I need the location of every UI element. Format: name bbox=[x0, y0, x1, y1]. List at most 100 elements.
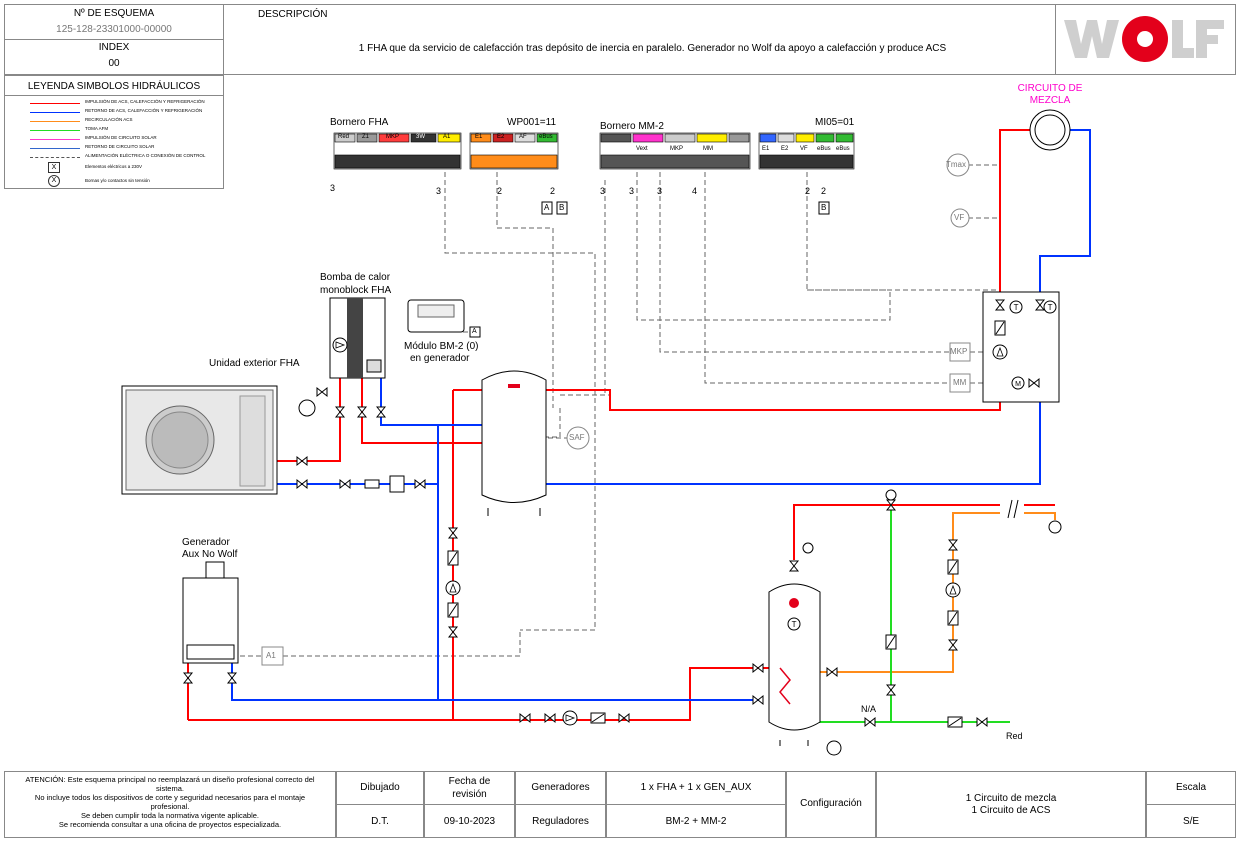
supply-pipes bbox=[187, 129, 1055, 721]
recirc-pipes bbox=[820, 512, 1056, 673]
wire-count: 3 bbox=[330, 183, 336, 193]
legend-item-control: ALIMENTACIÓN ELÉCTRICA O CONEXIÓN DE CON… bbox=[30, 153, 220, 162]
scheme-no-label: Nº DE ESQUEMA bbox=[73, 8, 155, 19]
wire-count: 2 bbox=[550, 186, 556, 196]
legend-item-cold: TOMA AFM bbox=[30, 126, 220, 135]
mm-label: MM bbox=[953, 378, 967, 387]
fecha-label-1: Fecha de bbox=[448, 776, 491, 787]
legend-item-return: RETORNO DE ACS, CALEFACCIÓN Y REFRIGERAC… bbox=[30, 108, 220, 117]
mi-terminal-label: eBus bbox=[817, 146, 831, 152]
tmax-label: Tmax bbox=[946, 160, 966, 169]
wire-count: 2 bbox=[821, 186, 827, 196]
warning-line: No incluye todos los dispositivos de cor… bbox=[34, 793, 306, 802]
circuit-label-line2: MEZCLA bbox=[1029, 95, 1071, 106]
dibujado-label: Dibujado bbox=[360, 782, 400, 793]
mixing-group: M bbox=[982, 291, 1060, 403]
wire-count: 3 bbox=[657, 186, 663, 196]
warning-line: Se recomienda consultar a una oficina de… bbox=[58, 820, 282, 829]
configuracion-line1: 1 Circuito de mezcla bbox=[965, 793, 1057, 804]
legend-label: TOMA AFM bbox=[85, 126, 109, 131]
legend-line bbox=[30, 139, 80, 140]
wp-terminal-label: AF bbox=[519, 134, 527, 140]
warning-line: profesional. bbox=[150, 802, 190, 811]
dibujado-value: D.T. bbox=[371, 816, 389, 827]
footer-warning-box bbox=[4, 771, 336, 838]
wp-terminal-label: eBus bbox=[539, 134, 553, 140]
mm-terminal-label: MKP bbox=[670, 146, 684, 152]
heat-pump-label-2: monoblock FHA bbox=[320, 285, 392, 296]
cold-pipes bbox=[794, 505, 1010, 723]
a1-label: A1 bbox=[266, 651, 276, 660]
legend-line bbox=[30, 112, 80, 113]
fha-terminal-label: 3W bbox=[416, 134, 425, 140]
escala-label: Escala bbox=[1175, 782, 1206, 793]
wp-terminal-label: E2 bbox=[497, 134, 505, 140]
fha-terminal-label: MKP bbox=[386, 134, 400, 140]
vf-label: VF bbox=[954, 213, 965, 222]
wire-terminal-b: B bbox=[559, 203, 565, 212]
wire-terminal-b: B bbox=[821, 203, 827, 212]
sensors bbox=[261, 153, 971, 666]
saf-label: SAF bbox=[569, 433, 585, 442]
aux-generator-label-2: Aux No Wolf bbox=[182, 549, 238, 560]
aux-generator-label-1: Generador bbox=[182, 537, 230, 548]
dhw-tank bbox=[768, 542, 842, 756]
terminal-strips bbox=[333, 132, 855, 170]
na-label: N/A bbox=[861, 704, 877, 714]
index-label: INDEX bbox=[98, 42, 130, 53]
reguladores-value: BM-2 + MM-2 bbox=[665, 816, 727, 827]
footer-cell bbox=[786, 771, 876, 838]
wire-count: 4 bbox=[692, 186, 698, 196]
mi-terminal-label: E2 bbox=[781, 146, 789, 152]
module-label-1: Módulo BM-2 (0) bbox=[404, 341, 479, 352]
bornero-fha-label: Bornero FHA bbox=[330, 117, 389, 128]
warning-line: sistema. bbox=[156, 784, 184, 793]
legend-divider bbox=[4, 95, 224, 96]
description-label: DESCRIPCIÓN bbox=[258, 9, 328, 20]
aux-generator bbox=[182, 561, 239, 664]
circle-x-icon: X bbox=[48, 175, 60, 187]
wp001-label: WP001=11 bbox=[507, 117, 557, 128]
legend-label: IMPULSIÓN DE CIRCUITO SOLAR bbox=[85, 135, 157, 140]
legend-item-solar-supply: IMPULSIÓN DE CIRCUITO SOLAR bbox=[30, 135, 220, 144]
mkp-label: MKP bbox=[950, 347, 968, 356]
escala-value: S/E bbox=[1182, 816, 1200, 827]
wire-count: 3 bbox=[629, 186, 635, 196]
legend-item-recirc: RECIRCULACIÓN ACS bbox=[30, 117, 220, 126]
module-label-2: en generador bbox=[410, 353, 470, 364]
warning-line: Se deben cumplir toda la normativa vigen… bbox=[80, 811, 260, 820]
module-a-label: A bbox=[472, 328, 477, 335]
logo-box bbox=[1055, 4, 1236, 75]
footer-cell bbox=[515, 804, 606, 838]
legend-label: ALIMENTACIÓN ELÉCTRICA O CONEXIÓN DE CON… bbox=[85, 153, 206, 158]
bm2-module bbox=[407, 299, 481, 338]
footer-warning: ATENCIÓN: Este esquema principal no reem… bbox=[6, 775, 334, 829]
fha-terminal-label: Red bbox=[338, 134, 350, 140]
wire-count: 2 bbox=[805, 186, 811, 196]
legend-line bbox=[30, 157, 80, 158]
fecha-label-2: revisión bbox=[452, 789, 487, 800]
legend-title: LEYENDA SIMBOLOS HIDRÁULICOS bbox=[27, 81, 201, 92]
mi-terminal-label: E1 bbox=[762, 146, 770, 152]
inline-components bbox=[183, 456, 1062, 728]
footer-cell bbox=[1146, 804, 1236, 838]
index-value: 00 bbox=[108, 58, 120, 69]
circuit-label-line1: CIRCUITO DE bbox=[1017, 83, 1083, 94]
heat-pump-monoblock bbox=[298, 297, 386, 418]
legend-item-solar-return: RETORNO DE CIRCUITO SOLAR bbox=[30, 144, 220, 153]
footer-cell bbox=[336, 804, 424, 838]
mi05-label: MI05=01 bbox=[815, 117, 855, 128]
mi-terminal-label: eBus bbox=[836, 146, 850, 152]
outdoor-unit bbox=[121, 385, 278, 495]
mm-terminal-label: MM bbox=[703, 146, 713, 152]
reguladores-label: Reguladores bbox=[532, 816, 589, 827]
legend-label: RECIRCULACIÓN ACS bbox=[85, 117, 133, 122]
fha-terminal-label: Z1 bbox=[362, 134, 370, 140]
legend-line bbox=[30, 130, 80, 131]
legend-label: RETORNO DE ACS, CALEFACCIÓN Y REFRIGERAC… bbox=[85, 108, 203, 113]
footer-cell bbox=[424, 804, 515, 838]
legend-label: Bornas y/o contactos sin tensión bbox=[85, 178, 150, 183]
footer-cell bbox=[606, 804, 786, 838]
fha-terminal-label: A1 bbox=[443, 134, 451, 140]
warning-line: ATENCIÓN: Este esquema principal no reem… bbox=[25, 775, 315, 784]
